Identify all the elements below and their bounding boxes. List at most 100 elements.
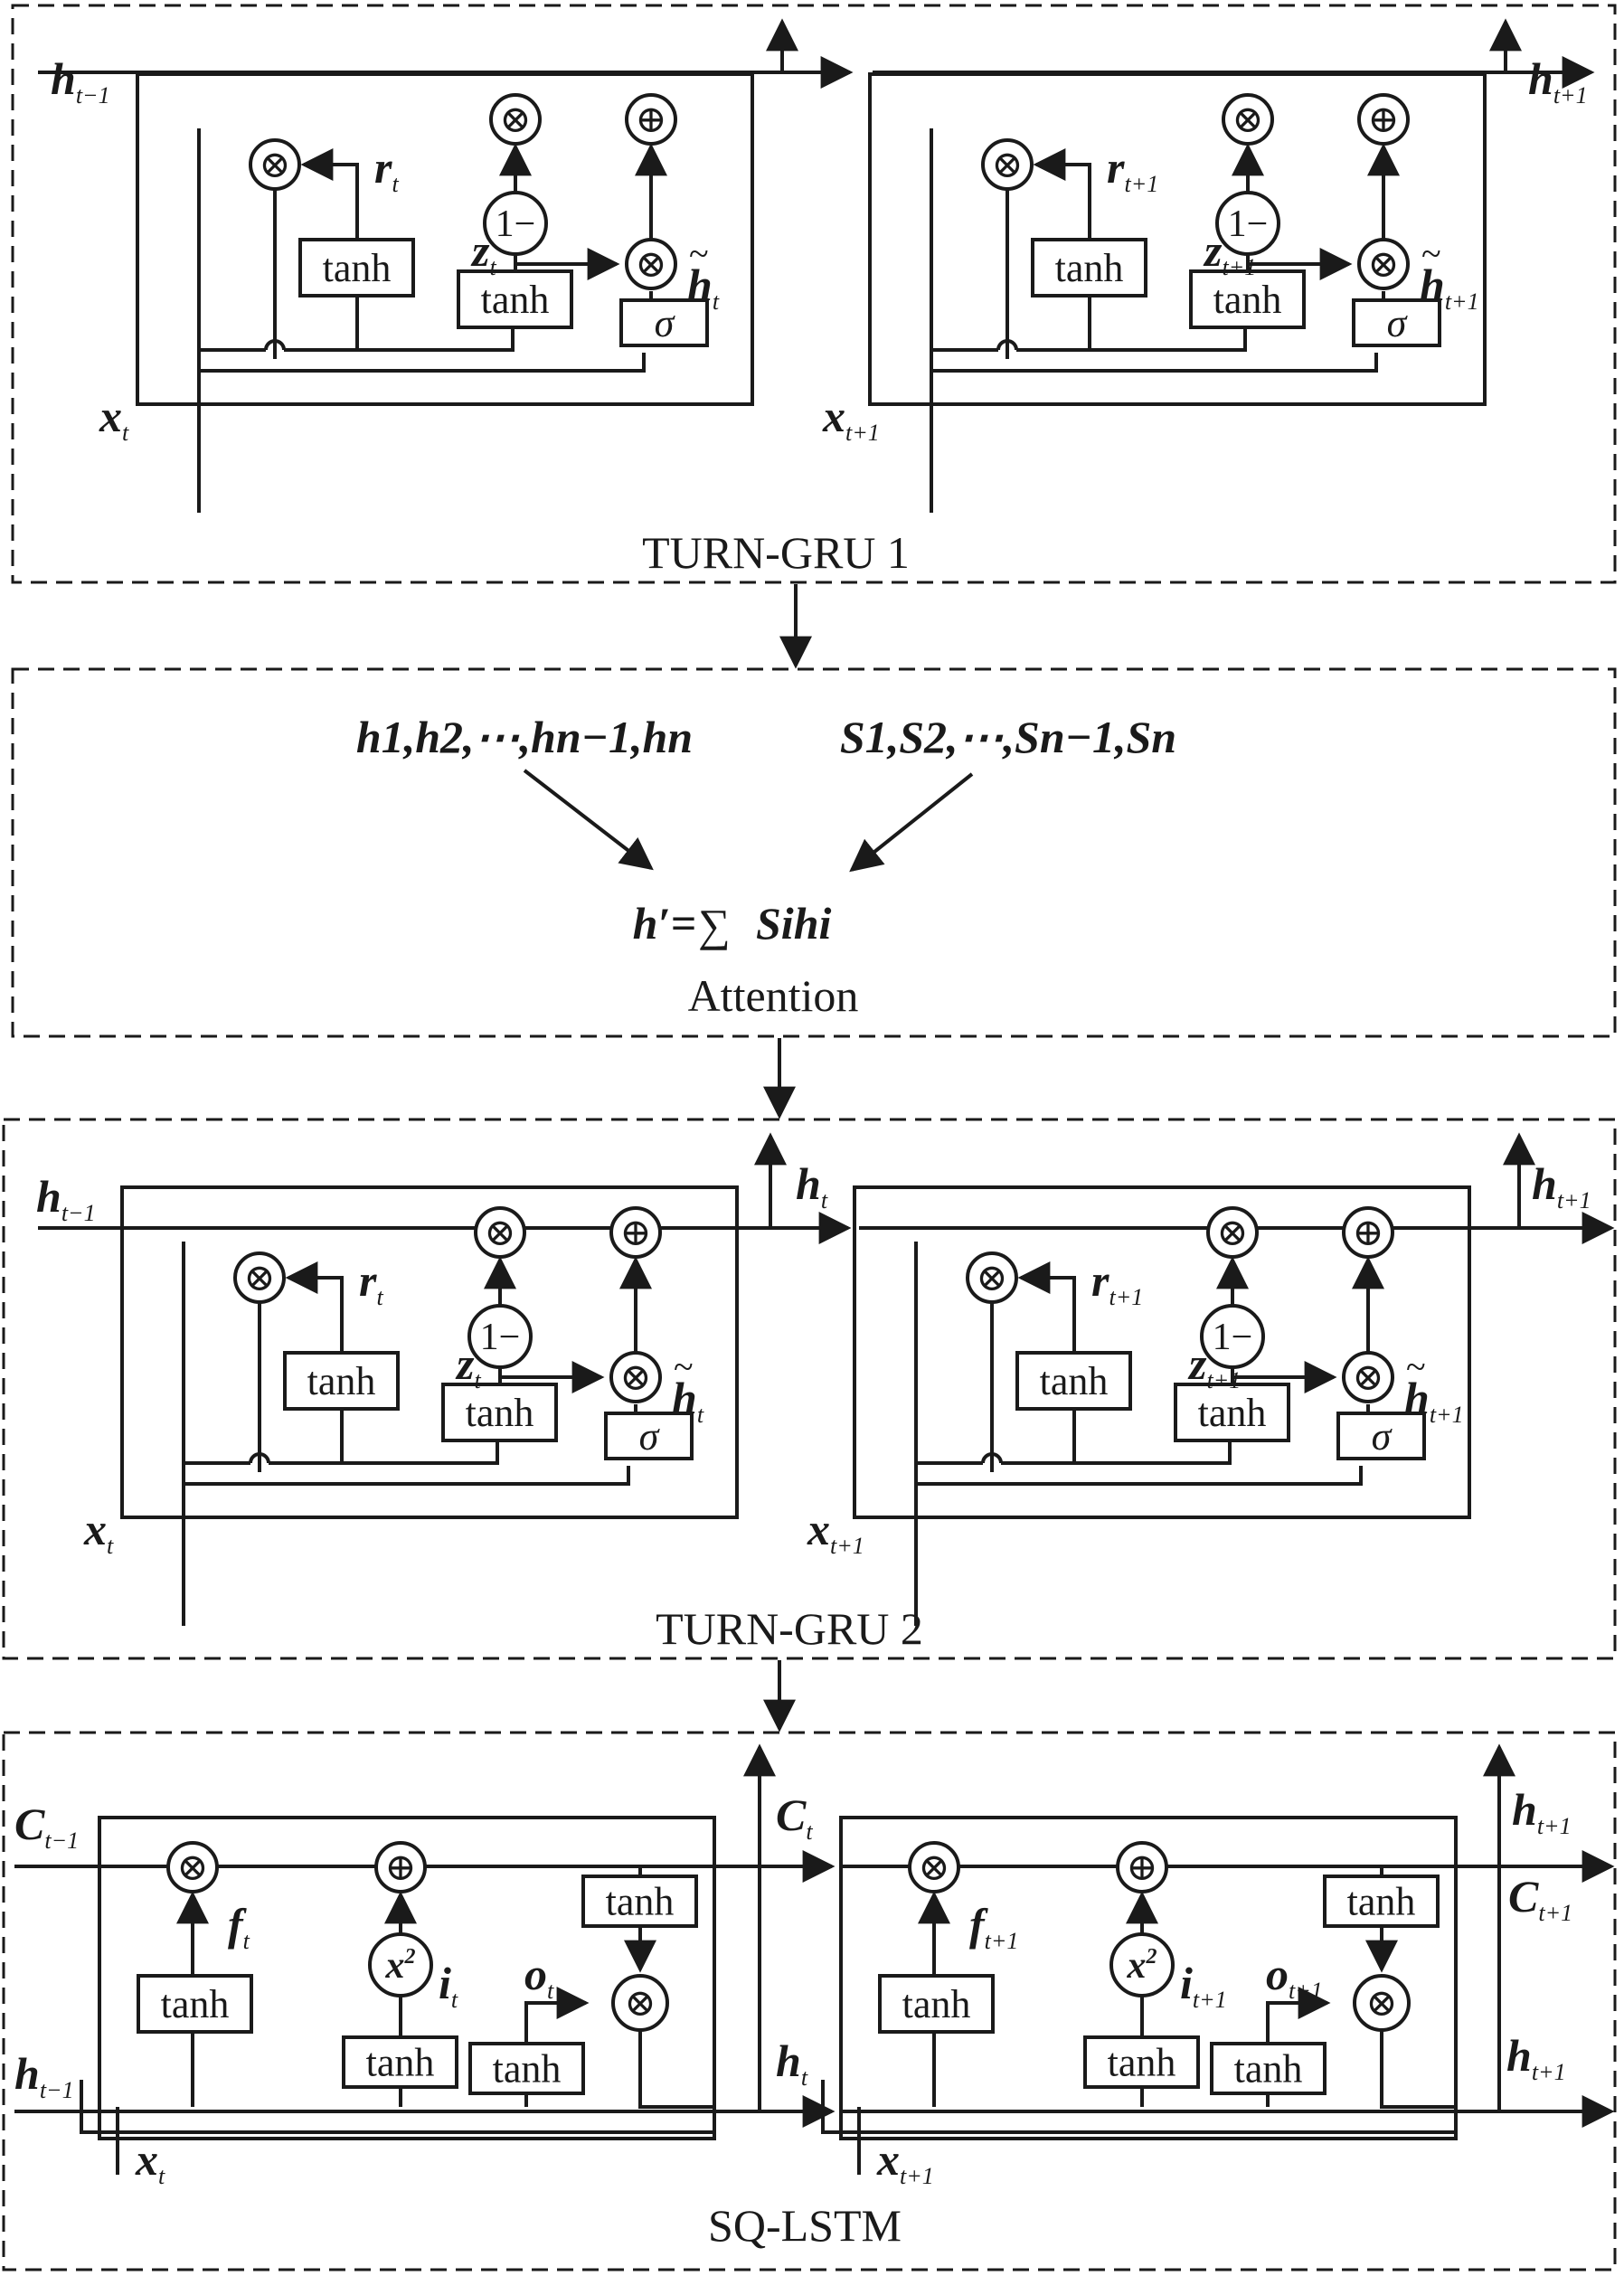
forget-tanh-box: tanh	[878, 1974, 995, 2034]
forget-tanh-box-label: tanh	[902, 1982, 971, 2026]
cell-box	[868, 72, 1487, 406]
sigma-box: σ	[1336, 1412, 1426, 1460]
update-tanh-box-label: tanh	[1213, 278, 1282, 322]
update-multiply: ⊗	[1206, 1206, 1259, 1259]
update-tanh-box-label: tanh	[481, 278, 550, 322]
candidate-multiply: ⊗	[1342, 1351, 1394, 1403]
tanh-bus-right	[1016, 329, 1247, 352]
update-add: ⊕	[1357, 93, 1410, 146]
candidate-h-label-tilde: ~	[1406, 1346, 1426, 1387]
bus-hop	[249, 1452, 270, 1464]
reset-tanh-box: tanh	[283, 1351, 400, 1411]
arrow-s-to-formula	[849, 772, 974, 873]
forget-multiply-symbol: ⊗	[918, 1847, 949, 1889]
lstm-c-mid-label: Ct	[776, 1790, 813, 1845]
cell-tanh-box: tanh	[1323, 1875, 1440, 1928]
cell-lower-frame	[80, 2080, 714, 2134]
square-node: x2	[368, 1932, 433, 1997]
output-tanh-box-label: tanh	[1234, 2047, 1303, 2092]
lstm-h-in-label: ht−1	[14, 2048, 74, 2103]
formula-lhs: h′=	[633, 898, 696, 949]
update-gate-label: zt+1	[1187, 1338, 1241, 1393]
update-multiply: ⊗	[1222, 93, 1274, 146]
output-gate-label: ot	[524, 1949, 554, 2004]
lstm-labels: Ct−1 ht−1 Ct ht ht+1 Ct+1 ht+1	[14, 1784, 1572, 2103]
formula-rhs: Sihi	[756, 898, 832, 949]
gru1-h-out-label: ht+1	[1528, 53, 1588, 109]
hidden-state-list: h1,h2,⋯,hn−1,hn	[356, 712, 693, 762]
update-tanh-box: tanh	[441, 1383, 558, 1442]
output-tanh-box: tanh	[468, 2042, 585, 2095]
forget-tanh-box-label: tanh	[161, 1982, 230, 2026]
reset-gate-label: rt+1	[1091, 1255, 1143, 1310]
cell-box	[839, 1816, 1458, 2140]
forget-gate-label: ft+1	[969, 1899, 1018, 1954]
reset-arrow	[1033, 148, 1091, 240]
output-tanh-box: tanh	[1210, 2042, 1327, 2095]
output-multiply-symbol: ⊗	[624, 1983, 656, 2025]
update-tanh-box-label: tanh	[466, 1391, 534, 1435]
input-tanh-box-label: tanh	[1108, 2041, 1176, 2085]
cell-box	[853, 1185, 1471, 1519]
update-gate-label: zt	[455, 1338, 481, 1393]
candidate-h-label: ht+1	[1404, 1373, 1464, 1428]
square-node: x2	[1109, 1932, 1175, 1997]
gru1-title: TURN-GRU 1	[642, 527, 910, 578]
candidate-multiply-symbol: ⊗	[635, 244, 666, 286]
lstm-h-mid-label: ht	[776, 2035, 808, 2091]
one-minus-symbol: 1−	[480, 1317, 521, 1358]
reset-multiply-symbol: ⊗	[243, 1258, 275, 1299]
input-tanh-box: tanh	[342, 2035, 458, 2089]
cell-lower-frame	[821, 2080, 1456, 2134]
candidate-h-label-tilde: ~	[689, 233, 709, 274]
cell-add: ⊕	[1116, 1841, 1168, 1894]
candidate-h-label-tilde: ~	[674, 1346, 694, 1387]
candidate-h-label: ht+1	[1420, 260, 1479, 315]
reset-multiply-symbol: ⊗	[259, 145, 290, 186]
tanh-bus-right	[284, 329, 515, 352]
gru2-labels: ht−1 ht ht+1	[36, 1158, 1591, 1226]
update-multiply-symbol: ⊗	[499, 99, 531, 141]
attention-formula: h′= ∑ Sihi	[633, 898, 832, 950]
cell-add: ⊕	[374, 1841, 427, 1894]
reset-gate-label: rt	[374, 142, 399, 197]
input-gate-label: it+1	[1180, 1958, 1227, 2013]
candidate-h-label: ht	[687, 260, 720, 315]
input-x-label: xt+1	[876, 2134, 934, 2189]
gru1-labels: ht−1 ht+1	[51, 53, 1588, 109]
reset-arrow	[300, 148, 359, 240]
sigma-box-label: σ	[1372, 1414, 1393, 1459]
forget-multiply-symbol: ⊗	[176, 1847, 208, 1889]
reset-multiply: ⊗	[981, 138, 1034, 191]
reset-multiply: ⊗	[249, 138, 301, 191]
output-multiply-symbol: ⊗	[1365, 1983, 1397, 2025]
update-tanh-box: tanh	[1174, 1383, 1290, 1442]
update-add-symbol: ⊕	[1352, 1213, 1383, 1254]
gru2-h-mid-label: ht	[796, 1158, 828, 1214]
reset-tanh-box-label: tanh	[1040, 1359, 1109, 1403]
cell-box	[120, 1185, 739, 1519]
output-multiply: ⊗	[1353, 1974, 1411, 2032]
candidate-multiply: ⊗	[625, 238, 677, 290]
arrow-h-to-formula	[523, 769, 654, 871]
reset-gate-label: rt+1	[1107, 142, 1158, 197]
candidate-multiply: ⊗	[1357, 238, 1410, 290]
cell-box	[136, 72, 754, 406]
output-arrow	[1266, 1987, 1331, 2044]
cell-add-symbol: ⊕	[1126, 1847, 1157, 1889]
one-minus: 1−	[1200, 1304, 1265, 1369]
gru2-h-in-label: ht−1	[36, 1171, 96, 1226]
output-tanh-box-label: tanh	[493, 2047, 562, 2092]
reset-multiply-symbol: ⊗	[991, 145, 1023, 186]
input-x-label: xt	[135, 2134, 165, 2189]
update-multiply-symbol: ⊗	[484, 1213, 515, 1254]
lstm-c-out-label: Ct+1	[1508, 1871, 1572, 1926]
reset-tanh-box-label: tanh	[1055, 246, 1124, 290]
input-x-label: xt+1	[807, 1504, 864, 1559]
candidate-multiply-symbol: ⊗	[619, 1357, 651, 1399]
gru1-frame	[11, 4, 1617, 584]
